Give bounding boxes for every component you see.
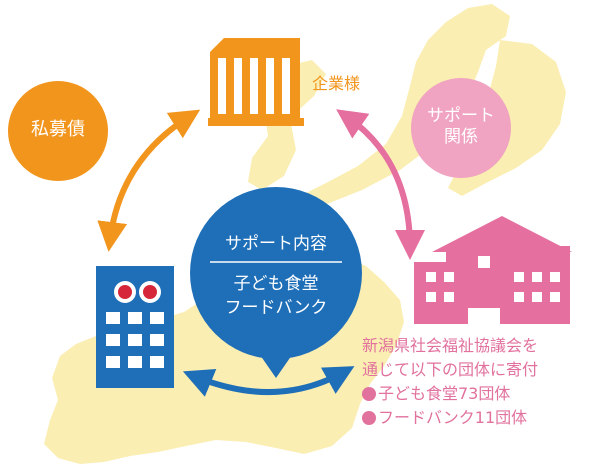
support-relation-label: サポート 関係 — [411, 106, 511, 149]
support-relation-line1: サポート — [427, 106, 495, 126]
support-item-foodbank: フードバンク — [224, 298, 328, 318]
note-item1-text: 子ども食堂73団体 — [378, 384, 511, 403]
support-content-heading: サポート内容 — [225, 234, 327, 254]
note-item2-text: フードバンク11団体 — [378, 408, 528, 427]
support-content-items: 子ども食堂 フードバンク — [196, 272, 356, 320]
bond-label: 私募債 — [31, 119, 85, 140]
bullet-icon — [362, 387, 376, 401]
center-pointer — [258, 352, 294, 378]
orange-double-arrow — [97, 109, 201, 252]
note-item-kodomo: 子ども食堂73団体 — [362, 382, 594, 406]
donation-note: 新潟県社会福祉協議会を 通じて以下の団体に寄付 子ども食堂73団体 フードバンク… — [362, 334, 594, 430]
bank-building-icon — [96, 266, 174, 388]
support-relation-bubble — [411, 78, 511, 178]
company-label: 企業様 — [312, 74, 361, 93]
pink-double-arrow — [336, 109, 425, 260]
note-line1: 新潟県社会福祉協議会を — [362, 336, 539, 355]
note-item-foodbank: フードバンク11団体 — [362, 406, 594, 430]
blue-double-arrow — [182, 366, 355, 397]
bullet-icon — [362, 411, 376, 425]
welfare-building-icon — [414, 216, 572, 324]
support-content-circle — [190, 187, 362, 359]
note-line2: 通じて以下の団体に寄付 — [362, 360, 539, 379]
bond-bubble — [8, 81, 108, 181]
company-building-icon — [208, 38, 304, 126]
support-relation-line2: 関係 — [444, 127, 478, 148]
support-item-kodomo: 子ども食堂 — [233, 274, 319, 294]
